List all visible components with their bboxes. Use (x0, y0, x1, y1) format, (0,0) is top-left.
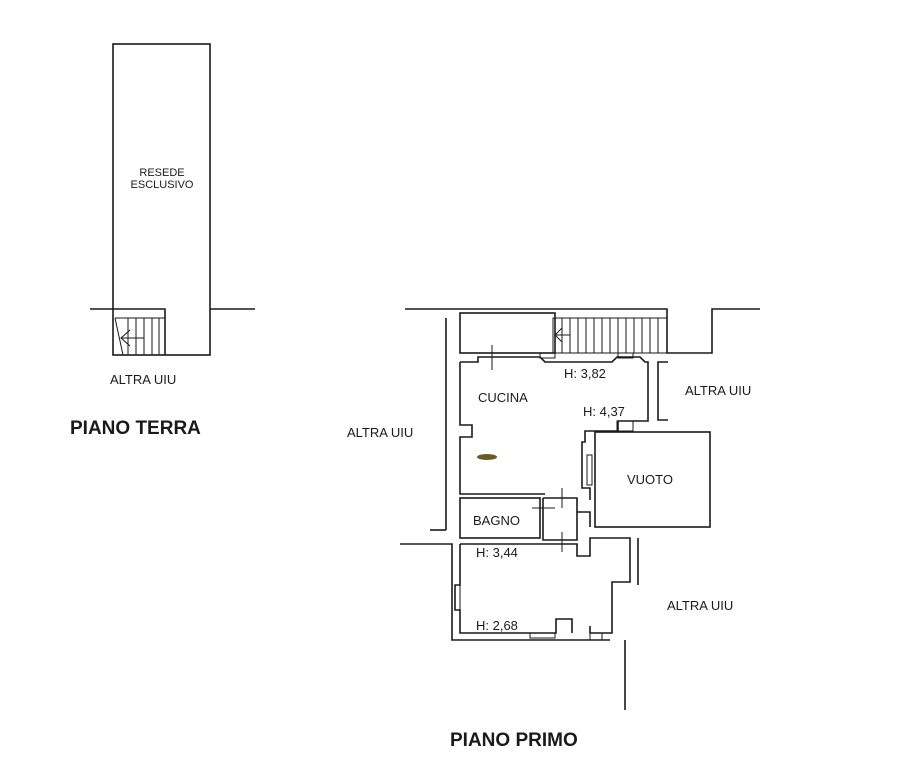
altra-uiu-left: ALTRA UIU (347, 425, 414, 440)
altra-uiu-terra: ALTRA UIU (110, 372, 177, 387)
resede-line2: ESCLUSIVO (130, 179, 194, 191)
stain-mark (477, 454, 497, 460)
resede-outline (112, 43, 211, 356)
height-label-2: H: 4,37 (583, 404, 625, 419)
piano-terra-plan (90, 43, 255, 356)
height-label-1: H: 3,82 (564, 366, 606, 381)
piano-primo-title: PIANO PRIMO (450, 730, 578, 751)
bagno-label: BAGNO (473, 513, 520, 528)
bagno-room (459, 497, 541, 539)
vuoto-room (594, 431, 711, 528)
resede-label: RESEDE ESCLUSIVO (119, 167, 205, 191)
vuoto-label: VUOTO (627, 472, 673, 487)
height-label-3: H: 3,44 (476, 545, 518, 560)
piano-primo-plan (400, 308, 760, 710)
resede-line1: RESEDE (139, 167, 185, 179)
cucina-label: CUCINA (478, 390, 528, 405)
altra-uiu-right-bottom: ALTRA UIU (667, 598, 734, 613)
altra-uiu-right-top: ALTRA UIU (685, 383, 752, 398)
piano-terra-title: PIANO TERRA (70, 418, 201, 439)
stairs-terra (114, 317, 165, 356)
stairs-primo (552, 317, 668, 354)
height-label-4: H: 2,68 (476, 618, 518, 633)
